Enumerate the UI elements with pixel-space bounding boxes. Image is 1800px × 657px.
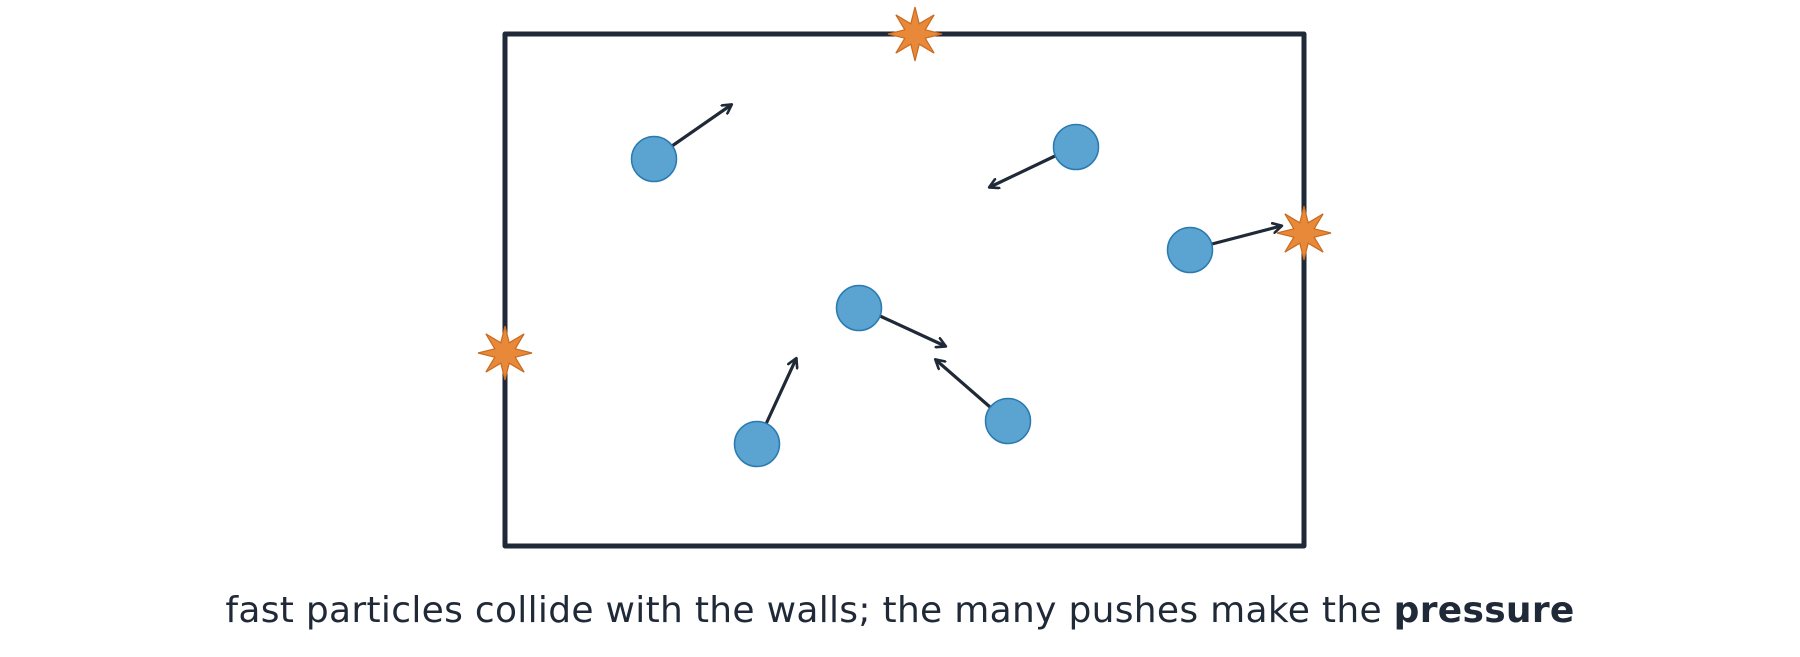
- velocity-arrow: [764, 359, 796, 426]
- impact-burst-icon: [1276, 205, 1332, 261]
- velocity-arrow: [936, 360, 992, 409]
- gas-particle: [630, 135, 678, 183]
- gas-particle: [733, 420, 781, 468]
- caption-text: fast particles collide with the walls; t…: [225, 590, 1394, 631]
- velocity-arrows: [670, 105, 1281, 426]
- caption-emphasis: pressure: [1393, 590, 1575, 631]
- diagram-caption: fast particles collide with the walls; t…: [0, 590, 1800, 631]
- velocity-arrow: [878, 314, 945, 346]
- wall-impacts: [477, 6, 1332, 381]
- gas-particle: [835, 284, 883, 332]
- velocity-arrow: [1210, 226, 1281, 246]
- gas-particle: [1052, 123, 1100, 171]
- velocity-arrow: [670, 105, 731, 148]
- particles: [630, 123, 1214, 468]
- impact-burst-icon: [477, 325, 533, 381]
- gas-particle: [1166, 226, 1214, 274]
- container-walls: [502, 31, 1307, 549]
- velocity-arrow: [990, 154, 1057, 187]
- impact-burst-icon: [887, 6, 943, 62]
- gas-particle: [984, 397, 1032, 445]
